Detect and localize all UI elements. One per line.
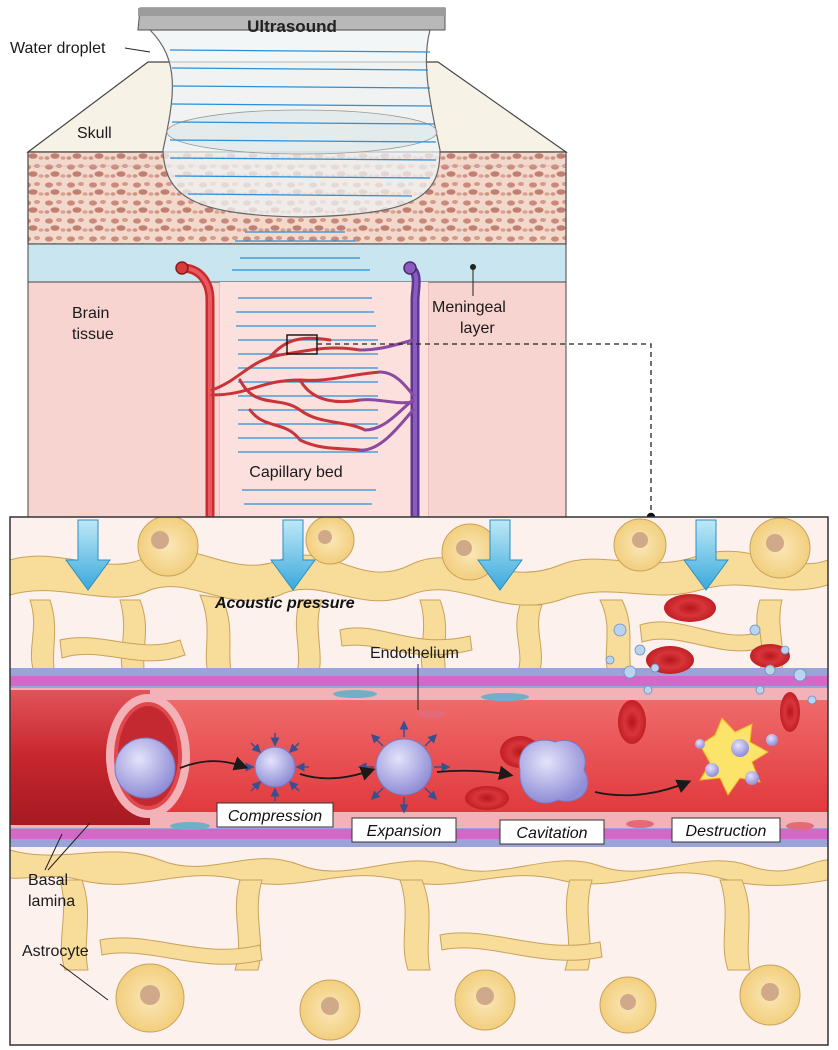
capillary-bed-label: Capillary bed (249, 464, 342, 481)
microbubble-compression (114, 733, 309, 801)
stage-destruction-label: Destruction (686, 823, 767, 840)
red-blood-cells (465, 594, 800, 810)
capillary-bed (175, 261, 421, 520)
escaping-bubbles (605, 623, 817, 705)
basal-lamina-upper (10, 676, 828, 686)
meningeal-layer-label-1: Meningeal (432, 299, 506, 316)
water-droplet-leader (124, 47, 151, 53)
astrocyte-label: Astrocyte (22, 943, 89, 960)
ultrasound-transducer: Ultrasound (137, 7, 446, 218)
detail-panel: Acoustic pressure (10, 517, 828, 1045)
basal-lamina-label-1: Basal (28, 872, 68, 889)
acoustic-pressure-label: Acoustic pressure (214, 595, 355, 612)
basal-lamina-leader-1 (44, 833, 63, 871)
brain-tissue-label-2: tissue (72, 326, 114, 343)
stage-compression-label: Compression (228, 808, 322, 825)
detail-panel-border (9, 516, 829, 1046)
basal-lamina-label-2: lamina (28, 893, 75, 910)
ultrasound-waves-tissue (232, 231, 378, 505)
microbubble-expansion (357, 720, 451, 814)
astrocytes-lower (10, 849, 828, 971)
stage-labels: Compression Expansion Cavitation Destruc… (216, 802, 781, 845)
zoom-connector (317, 343, 652, 517)
endothelium-label: Endothelium (370, 645, 459, 662)
water-droplet-label: Water droplet (10, 40, 106, 57)
stage-cavitation-label: Cavitation (516, 825, 587, 842)
stage-flow-arrows (179, 756, 692, 797)
basal-lamina-leader-2 (47, 822, 91, 871)
microbubble-destruction (695, 717, 778, 796)
brain-tissue-label-1: Brain (72, 305, 109, 322)
ultrasound-label: Ultrasound (247, 17, 337, 36)
astrocytes-upper (10, 549, 828, 679)
astrocyte-cells-lower (115, 963, 801, 1041)
meningeal-layer-label-2: layer (460, 320, 495, 337)
astrocyte-leader (59, 963, 109, 1001)
ultrasound-waves-droplet (169, 49, 437, 197)
skull-label: Skull (77, 125, 112, 142)
microbubble-cavitation (518, 739, 589, 804)
astrocyte-cells-upper (137, 517, 811, 581)
acoustic-pressure-arrows (65, 519, 729, 591)
stage-expansion-label: Expansion (367, 823, 442, 840)
meningeal-layer (27, 243, 567, 283)
